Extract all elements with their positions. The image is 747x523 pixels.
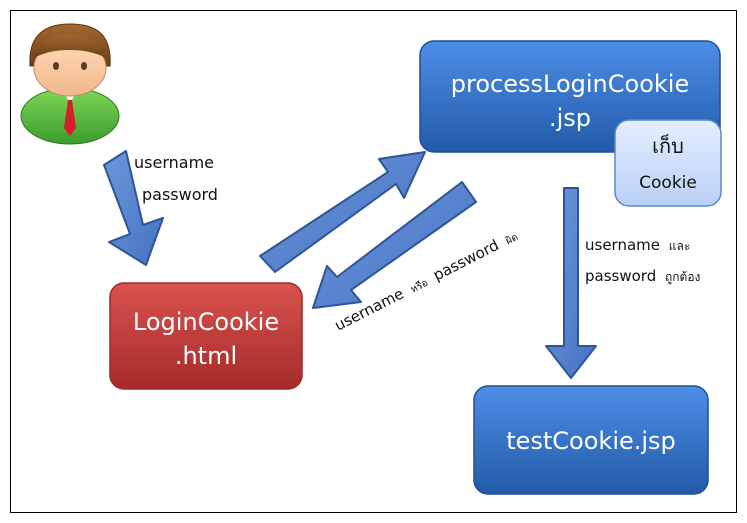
arrow-process-to-login — [312, 181, 477, 309]
arrow-process-to-test — [545, 187, 597, 379]
login-node-line1: LoginCookie — [133, 308, 279, 336]
test-node-label: testCookie.jsp — [506, 427, 676, 455]
login-node-line2: .html — [175, 342, 237, 370]
label-process-to-test-line1-a: username — [585, 236, 660, 254]
user-icon — [20, 23, 120, 145]
label-user-to-login-line1: username — [134, 153, 214, 172]
store-cookie-line1: เก็บ — [652, 133, 684, 158]
test-cookie-jsp-node: testCookie.jsp — [473, 385, 709, 495]
label-process-to-test-line1-b: และ — [669, 239, 691, 253]
svg-text:password ถูกต้อง: password ถูกต้อง — [585, 267, 700, 285]
svg-text:username และ: username และ — [585, 236, 690, 254]
login-cookie-html-node: LoginCookie .html — [109, 282, 303, 390]
store-cookie-line2: Cookie — [639, 173, 697, 193]
arrow-login-to-process — [259, 151, 426, 273]
process-node-line1: processLoginCookie — [451, 70, 689, 98]
label-process-to-test-line2-b: ถูกต้อง — [665, 270, 700, 285]
label-process-to-test: username และ password ถูกต้อง — [585, 236, 700, 285]
label-user-to-login: username password — [134, 153, 218, 204]
arrow-user-to-login — [103, 150, 164, 266]
label-user-to-login-line2: password — [142, 185, 218, 204]
label-process-to-test-line2-a: password — [585, 267, 656, 285]
process-node-line2: .jsp — [549, 104, 591, 132]
store-cookie-node: เก็บ Cookie — [614, 119, 722, 207]
label-process-to-login-word4: ผิด — [504, 232, 520, 247]
